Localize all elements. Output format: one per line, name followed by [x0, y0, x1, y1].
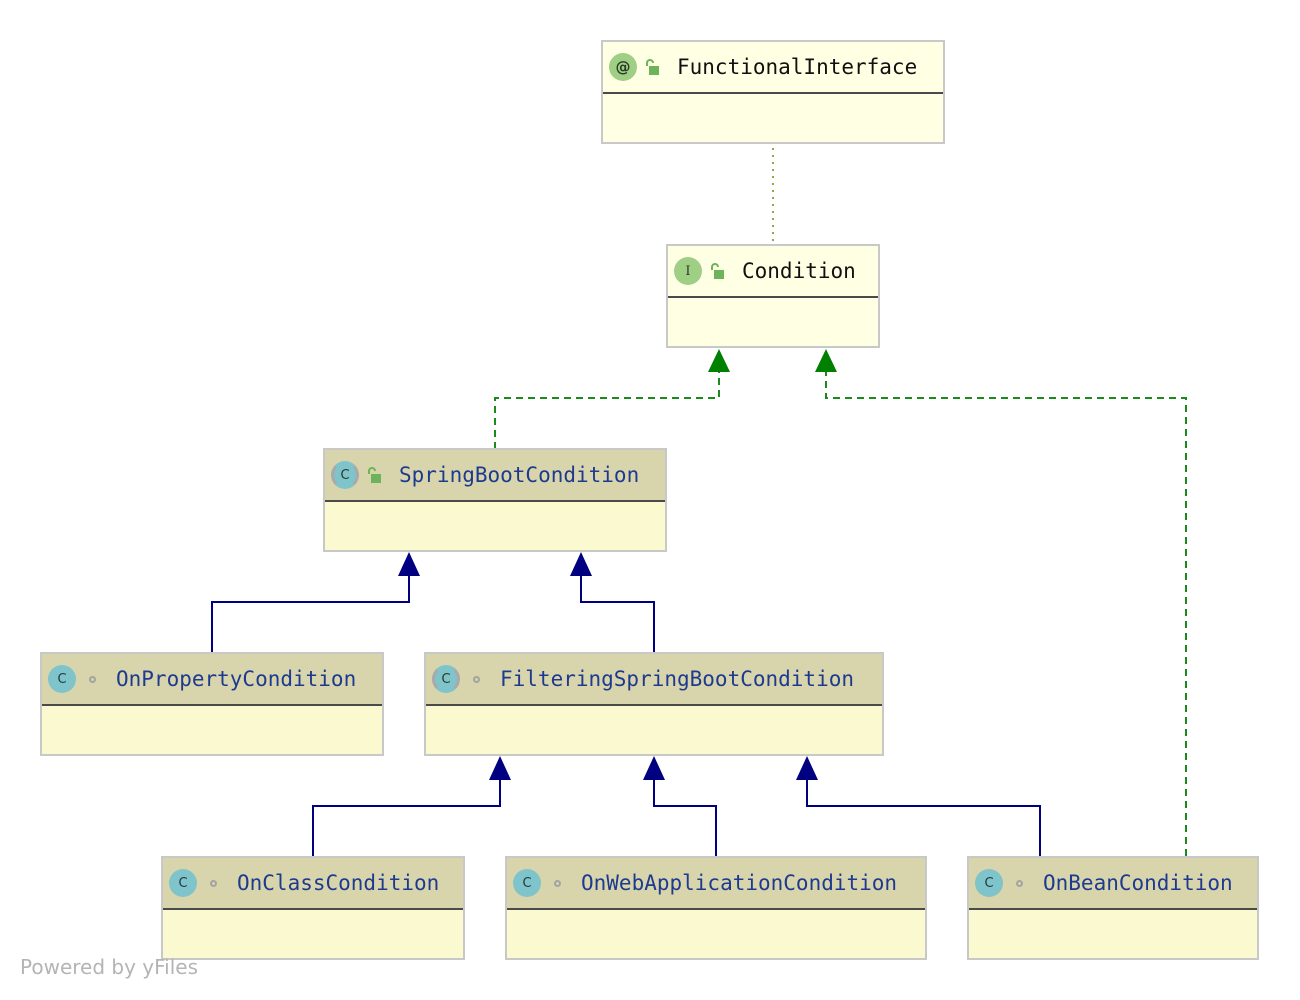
- annotation-icon: @: [609, 53, 637, 81]
- package-private-icon: [1009, 873, 1029, 893]
- arrowhead-onclasscondition-filteringspringbootcondition: [489, 756, 511, 780]
- public-lock-icon: [643, 57, 663, 77]
- edge-onwebapplicationcondition-filteringspringbootcondition: [653, 778, 717, 856]
- arrowhead-onpropertycondition-springbootcondition: [398, 552, 420, 576]
- public-lock-icon: [708, 261, 728, 281]
- package-private-icon: [466, 669, 486, 689]
- class-icon: C: [48, 665, 76, 693]
- node-header: C FilteringSpringBootCondition: [426, 654, 882, 706]
- node-header: I Condition: [668, 246, 878, 298]
- node-name: SpringBootCondition: [399, 463, 640, 487]
- node-springbootcondition[interactable]: C SpringBootCondition: [323, 448, 667, 552]
- node-name: OnClassCondition: [237, 871, 440, 895]
- interface-icon: I: [674, 257, 702, 285]
- node-name: OnBeanCondition: [1043, 871, 1233, 895]
- node-name: FunctionalInterface: [677, 55, 918, 79]
- arrowhead-onbeancondition-filteringspringbootcondition: [796, 756, 818, 780]
- powered-by-watermark: Powered by yFiles: [20, 955, 198, 979]
- arrowhead-onbeancondition-condition: [815, 349, 837, 372]
- edge-filteringspringbootcondition-springbootcondition: [580, 574, 655, 652]
- package-private-icon: [203, 873, 223, 893]
- node-header: C OnPropertyCondition: [42, 654, 382, 706]
- node-header: @ FunctionalInterface: [603, 42, 943, 94]
- edge-springbootcondition-condition: [494, 370, 720, 449]
- edge-onclasscondition-filteringspringbootcondition: [312, 778, 501, 856]
- node-functionalinterface[interactable]: @ FunctionalInterface: [601, 40, 945, 144]
- abstract-class-icon: C: [331, 461, 359, 489]
- package-private-icon: [82, 669, 102, 689]
- arrowhead-springbootcondition-condition: [708, 349, 730, 372]
- node-header: C SpringBootCondition: [325, 450, 665, 502]
- edge-onbeancondition-filteringspringbootcondition: [806, 778, 1041, 856]
- node-name: Condition: [742, 259, 856, 283]
- node-name: FilteringSpringBootCondition: [500, 667, 855, 691]
- node-header: C OnWebApplicationCondition: [507, 858, 925, 910]
- node-header: C OnBeanCondition: [969, 858, 1257, 910]
- node-onbeancondition[interactable]: C OnBeanCondition: [967, 856, 1259, 960]
- node-name: OnWebApplicationCondition: [581, 871, 898, 895]
- node-header: C OnClassCondition: [163, 858, 463, 910]
- node-onpropertycondition[interactable]: C OnPropertyCondition: [40, 652, 384, 756]
- package-private-icon: [547, 873, 567, 893]
- edge-onpropertycondition-springbootcondition: [211, 574, 410, 652]
- abstract-class-icon: C: [432, 665, 460, 693]
- node-onclasscondition[interactable]: C OnClassCondition: [161, 856, 465, 960]
- node-name: OnPropertyCondition: [116, 667, 357, 691]
- node-condition[interactable]: I Condition: [666, 244, 880, 348]
- class-icon: C: [169, 869, 197, 897]
- class-icon: C: [513, 869, 541, 897]
- class-icon: C: [975, 869, 1003, 897]
- edge-onbeancondition-condition: [825, 370, 1187, 856]
- arrowhead-onwebapplicationcondition-filteringspringbootcondition: [643, 756, 665, 780]
- node-onwebapplicationcondition[interactable]: C OnWebApplicationCondition: [505, 856, 927, 960]
- public-lock-icon: [365, 465, 385, 485]
- arrowhead-filteringspringbootcondition-springbootcondition: [570, 552, 592, 576]
- node-filteringspringbootcondition[interactable]: C FilteringSpringBootCondition: [424, 652, 884, 756]
